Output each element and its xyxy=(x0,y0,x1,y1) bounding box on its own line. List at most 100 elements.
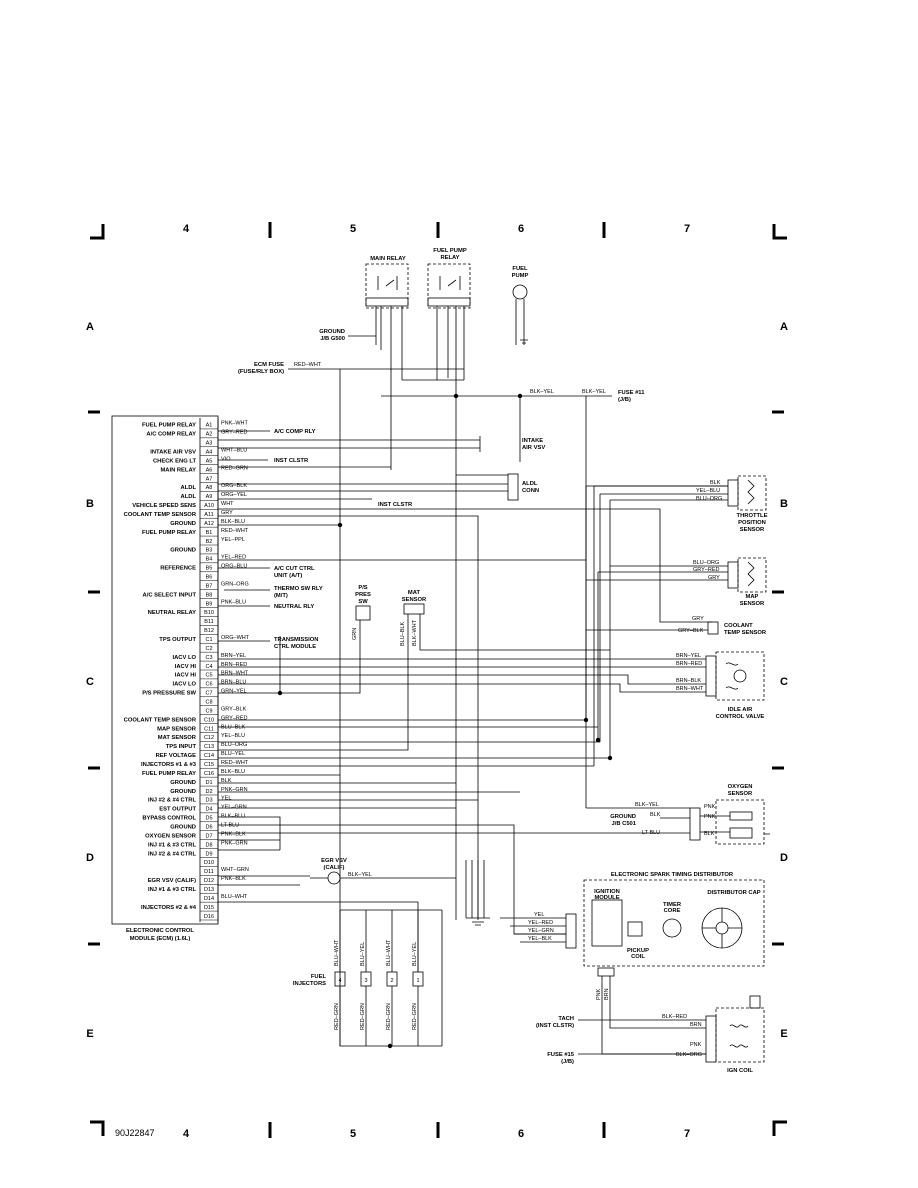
ps-pres-switch: P/S PRES SW GRN xyxy=(280,585,371,694)
fuel-pump-relay: FUEL PUMP RELAY xyxy=(427,248,471,396)
cts-label: COOLANT xyxy=(724,623,753,629)
ground-c501-label: GROUND xyxy=(610,814,636,820)
distributor-wires xyxy=(500,917,566,943)
fuel-pump-relay-contacts xyxy=(439,276,461,290)
iacv-motor xyxy=(733,669,747,683)
ecm-pin-number: D12 xyxy=(204,878,214,884)
ecm-fuse-label: (FUSE/RLY BOX) xyxy=(238,369,284,375)
grid-row-left: D xyxy=(86,852,94,864)
ecm-pin-label: COOLANT TEMP SENSOR xyxy=(124,717,197,723)
grid-row-right: C xyxy=(780,676,788,688)
ecm-pin-wire-color: BLK–BLU xyxy=(221,519,245,525)
ecm-pin-number: C6 xyxy=(205,682,212,688)
iacv-body xyxy=(715,651,765,701)
tps-resistor xyxy=(747,479,755,505)
ecm-pin-label: INJECTORS #2 & #4 xyxy=(141,905,197,911)
wire-label: BLU–ORG xyxy=(693,560,719,566)
grid-col-top: 5 xyxy=(350,223,356,235)
ecm-pin-number: A12 xyxy=(204,521,214,527)
wire-label: PNK xyxy=(596,988,602,1000)
ecm-pin-number: C13 xyxy=(204,744,214,750)
ecm-pin-wire-color: WHT xyxy=(221,501,234,507)
mat-label: SENSOR xyxy=(402,597,427,603)
ecm-pin-label: GROUND xyxy=(170,789,196,795)
o2-feeds xyxy=(218,807,690,834)
tps-connector xyxy=(727,479,739,507)
wire-label: BLK–YEL xyxy=(348,872,372,878)
ecm-pin-number: B5 xyxy=(206,566,213,572)
ecm-pin-wire-color: PNK–GRN xyxy=(221,787,248,793)
wire-label: PNK xyxy=(704,804,716,810)
grid-row-right: B xyxy=(780,498,788,510)
ecm-pin-label: INJ #2 & #4 CTRL xyxy=(148,798,196,804)
injector-set: 4BLU–WHTRED–GRN3BLU–YELRED–GRN2BLU–WHTRE… xyxy=(334,910,424,1046)
ecm-pin-number: D6 xyxy=(205,824,212,830)
ecm-sensor-wiring xyxy=(218,486,613,793)
wire-label: BRN xyxy=(690,1022,702,1028)
ecm-pin-number: A9 xyxy=(206,494,213,500)
ecm-fuse-label: ECM FUSE xyxy=(254,362,284,368)
sensor-verticals xyxy=(585,486,611,766)
ecm-module: ELECTRONIC CONTROL MODULE (ECM) (1.6L) A… xyxy=(111,415,250,942)
ecm-pin-label: GROUND xyxy=(170,780,196,786)
ecm-pin-label: FUEL PUMP RELAY xyxy=(142,530,196,536)
grid-col-bottom: 7 xyxy=(684,1128,690,1140)
grid-row-left: A xyxy=(86,321,94,333)
ecm-pin-number: D3 xyxy=(205,798,212,804)
map-connector xyxy=(727,561,739,589)
ecm-pin-label: ALDL xyxy=(181,494,197,500)
ecm-pin-number: A11 xyxy=(204,512,213,518)
ecm-pin-number: C9 xyxy=(205,708,212,714)
ecm-pin-label: P/S PRESSURE SW xyxy=(142,691,196,697)
ecm-pin-wire-color: YEL–PPL xyxy=(221,537,245,543)
iacv-label: IDLE AIR xyxy=(728,707,753,713)
fuel-pump-label: PUMP xyxy=(512,273,529,279)
ecm-pin-wire-color: PNK–WHT xyxy=(221,421,249,427)
map-label: SENSOR xyxy=(740,601,765,607)
ecm-pin-number: D1 xyxy=(205,780,212,786)
timer-label: TIMER xyxy=(663,902,682,908)
ecm-pin-wire-color: WHT–BLU xyxy=(221,447,247,453)
grid-col-top: 4 xyxy=(183,223,190,235)
ign-coil-feeds xyxy=(578,1019,706,1055)
ecm-pin-wire-color: ORG–WHT xyxy=(221,635,250,641)
ecm-pin-label: IACV HI xyxy=(175,673,197,679)
aldl-connector xyxy=(507,473,519,501)
ecm-pin-number: C3 xyxy=(205,655,212,661)
wire-label: BLK–YEL xyxy=(530,389,554,395)
ground-g500-label: GROUND xyxy=(319,329,345,335)
wire-label: BRN–BLK xyxy=(676,678,701,684)
ecm-pin-number: B10 xyxy=(204,610,214,616)
fuel-injectors: FUEL INJECTORS 4BLU–WHTRED–GRN3BLU–YELRE… xyxy=(293,909,443,1049)
grid-col-bottom: 6 xyxy=(518,1128,524,1140)
intake-air-vsv-label: AIR VSV xyxy=(522,445,545,451)
o2-element xyxy=(729,827,753,839)
grid-row-left: E xyxy=(86,1028,93,1040)
throttle-position-sensor: THROTTLE POSITION SENSOR BLK YEL–BLU BLU… xyxy=(594,475,768,533)
timer-core xyxy=(662,918,682,938)
wire-label: GRY–BLK xyxy=(678,628,704,634)
ecm-pin-wire-color: RED–GRN xyxy=(221,465,248,471)
injectors-label: INJECTORS xyxy=(293,981,326,987)
ecm-pin-label: MAT SENSOR xyxy=(158,735,197,741)
ecm-pin-label: TPS INPUT xyxy=(166,744,197,750)
iacv-label: CONTROL VALVE xyxy=(716,714,765,720)
ecm-pin-number: A3 xyxy=(206,441,213,447)
ecm-pin-number: A6 xyxy=(206,467,213,473)
wire-label: BRN xyxy=(604,988,610,1000)
ecm-pin-wire-color: ORG–BLU xyxy=(221,564,247,570)
wire-label: BLK–ORG xyxy=(676,1052,702,1058)
ecm-pin-number: B7 xyxy=(206,583,213,589)
neutral-rly-label: NEUTRAL RLY xyxy=(274,604,314,610)
ecm-pin-number: D13 xyxy=(204,887,214,893)
iacv-coils xyxy=(725,662,739,690)
ecm-pin-wire-color: BLU–YEL xyxy=(221,751,245,757)
mat-label: MAT xyxy=(408,590,421,596)
wire-label: YEL–GRN xyxy=(528,928,554,934)
tach-label: TACH xyxy=(558,1016,574,1022)
thermo-label: (M/T) xyxy=(274,593,288,599)
wire-label: BRN–RED xyxy=(676,661,702,667)
fuse11-label: FUSE #11 xyxy=(618,390,645,396)
injectors-label: FUEL xyxy=(311,974,327,980)
ecm-pin-wire-color: GRN–ORG xyxy=(221,581,249,587)
